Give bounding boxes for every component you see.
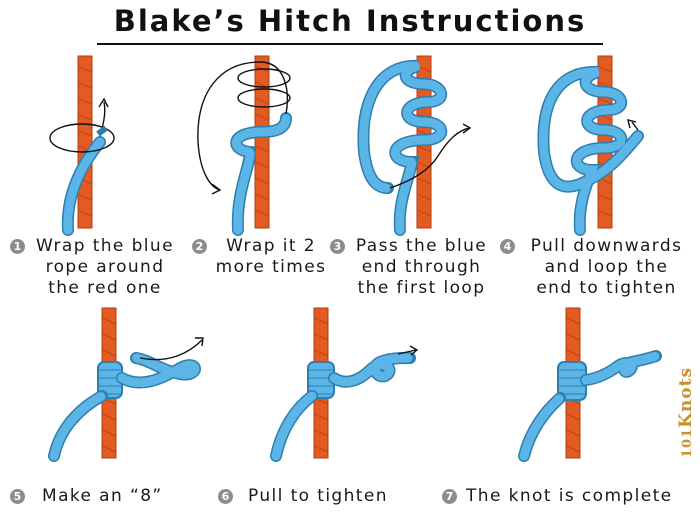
step-3-badge: 3: [330, 239, 345, 254]
step-4-badge: 4: [500, 239, 515, 254]
step-2-caption: 2 Wrap it 2 more times: [192, 236, 332, 282]
step-2-badge: 2: [192, 239, 207, 254]
step-1-line-3: the red one: [48, 278, 162, 298]
step-4-illustration: [520, 52, 685, 236]
step-4-line-2: and loop the: [544, 257, 669, 277]
step-2-line-2: more times: [215, 257, 327, 277]
step-2-illustration: [190, 52, 350, 236]
step-7-badge: 7: [442, 489, 457, 504]
step-1-illustration: [20, 52, 180, 236]
step-3-line-2: end through: [361, 257, 482, 277]
step-1-line-2: rope around: [45, 257, 165, 277]
brand-logo: 101Knots: [676, 366, 696, 458]
step-1-caption: 1 Wrap the blue rope around the red one: [10, 236, 180, 302]
step-1-badge: 1: [10, 239, 25, 254]
step-6-illustration: [260, 307, 440, 462]
step-6-badge: 6: [218, 489, 233, 504]
step-5-illustration: [40, 307, 230, 462]
step-4-line-1: Pull downwards: [530, 236, 683, 256]
step-3-line-1: Pass the blue: [355, 236, 488, 256]
step-6-line-1: Pull to tighten: [248, 486, 388, 506]
step-4-caption: 4 Pull downwards and loop the end to tig…: [500, 236, 695, 302]
step-6-caption: 6 Pull to tighten: [218, 486, 418, 508]
step-5-badge: 5: [10, 489, 25, 504]
step-7-caption: 7 The knot is complete: [442, 486, 692, 508]
step-3-illustration: [348, 52, 513, 236]
step-5-line-1: Make an “8”: [42, 486, 163, 506]
page-title: Blake’s Hitch Instructions: [113, 4, 587, 38]
step-5-caption: 5 Make an “8”: [10, 486, 180, 508]
title-underline: [97, 43, 603, 45]
step-3-line-3: the first loop: [357, 278, 486, 298]
step-1-line-1: Wrap the blue: [36, 236, 174, 256]
step-4-line-3: end to tighten: [536, 278, 677, 298]
step-7-illustration: [500, 307, 670, 462]
step-2-line-1: Wrap it 2: [226, 236, 316, 256]
step-7-line-1: The knot is complete: [466, 486, 673, 506]
step-3-caption: 3 Pass the blue end through the first lo…: [330, 236, 495, 302]
